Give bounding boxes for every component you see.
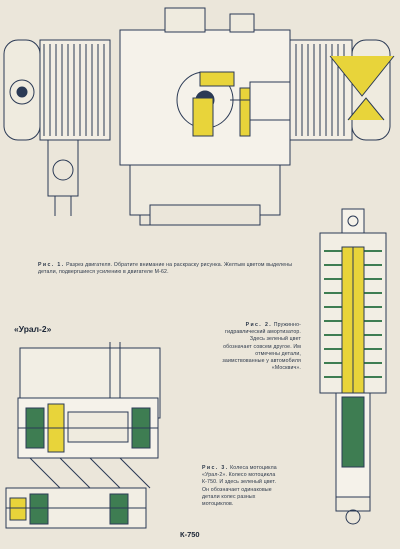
figure-3-caption: Рис. 3. Колеса мотоцикла «Урал-2». Колес… bbox=[202, 465, 284, 508]
wheel-hub-figure bbox=[0, 338, 178, 534]
wheel-hub-drawing bbox=[5, 342, 161, 529]
left-cylinder-fins bbox=[39, 39, 111, 141]
shock-absorber-figure bbox=[306, 207, 400, 527]
figure-3-caption-lead: Рис. 3. bbox=[202, 465, 229, 471]
figure-2-caption-lead: Рис. 2. bbox=[245, 322, 273, 328]
figure-1-caption-lead: Рис. 1. bbox=[38, 262, 65, 268]
section-label: «Урал-2» bbox=[14, 324, 52, 334]
engine-cutaway-drawing bbox=[3, 7, 395, 226]
figure-1-caption-text: Разрез двигателя. Обратите внимание на р… bbox=[38, 262, 293, 276]
figure-1-caption: Рис. 1. Разрез двигателя. Обратите внима… bbox=[38, 262, 300, 276]
figure-2-caption: Рис. 2. Пружинно-гидравлический амортиза… bbox=[221, 322, 301, 372]
figure-3-caption-text: Колеса мотоцикла «Урал-2». Колесо мотоци… bbox=[202, 465, 277, 508]
figure-2-caption-text: Пружинно-гидравлический амортизатор. Зде… bbox=[222, 322, 301, 372]
engine-cutaway-figure bbox=[0, 0, 400, 252]
shock-absorber-drawing bbox=[319, 208, 387, 525]
page-marker: К-750 bbox=[180, 530, 200, 539]
